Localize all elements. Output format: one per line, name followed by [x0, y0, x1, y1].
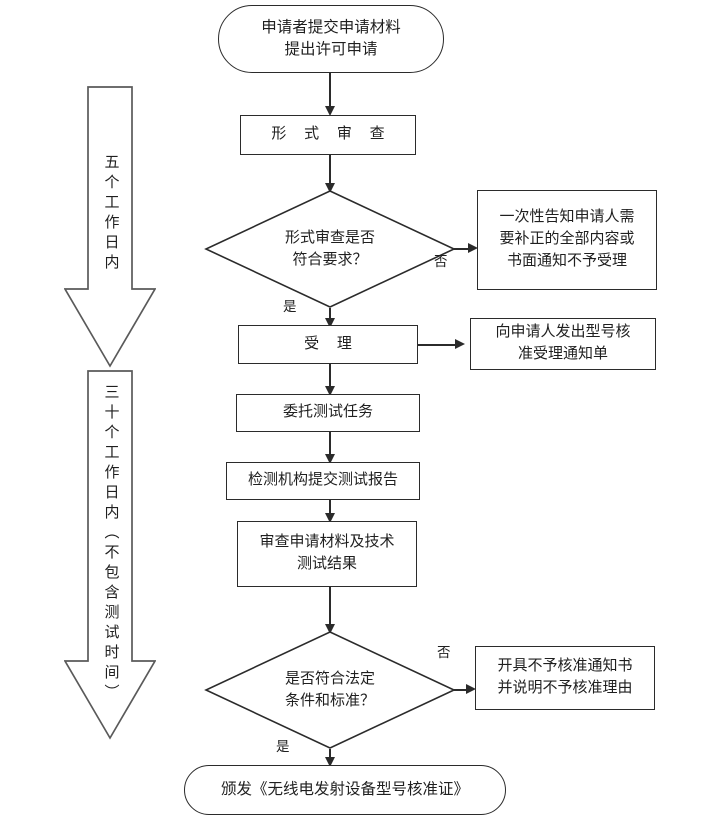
- node-start-text: 申请者提交申请材料 提出许可申请: [223, 17, 439, 62]
- arrowhead-accept-to-commission: [324, 386, 335, 396]
- node-review-materials-line1: 审查申请材料及技术: [259, 534, 395, 551]
- node-start[interactable]: 申请者提交申请材料 提出许可申请: [218, 5, 444, 73]
- arrowhead-report-to-review: [324, 513, 335, 523]
- edge-label-formal-no: 否: [434, 254, 448, 269]
- connector-formal-decision-no: [454, 248, 472, 250]
- node-commission-test-label: 委托测试任务: [282, 404, 373, 421]
- arrowhead-review-to-standard-decision: [324, 624, 335, 634]
- node-formal-review-label: 形 式 审 查: [271, 126, 392, 143]
- arrowhead-start-to-formal-review: [324, 106, 335, 116]
- connector-accept-to-commission: [329, 364, 331, 392]
- arrowhead-formal-review-to-decision: [324, 183, 335, 193]
- node-start-line1: 申请者提交申请材料: [261, 18, 401, 36]
- connector-report-to-review: [329, 500, 331, 524]
- connector-formal-review-to-decision: [329, 155, 331, 188]
- arrowhead-commission-to-report: [324, 454, 335, 464]
- connector-accept-to-notice: [418, 344, 458, 346]
- node-accept-notice-line1: 向申请人发出型号核: [495, 324, 631, 341]
- edge-label-standard-yes: 是: [276, 739, 290, 754]
- node-reject-formal-line3: 书面通知不予受理: [506, 252, 627, 269]
- node-reject-formal-text: 一次性告知申请人需 要补正的全部内容或 书面通知不予受理: [482, 207, 652, 272]
- connector-review-to-standard-decision: [329, 587, 331, 629]
- node-reject-standard-line2: 并说明不予核准理由: [497, 680, 633, 696]
- arrowhead-standard-decision-yes: [324, 757, 335, 767]
- timeline-arrow-thirty-working-days: 三十个工作日内（不包含测试时间）: [64, 370, 156, 740]
- arrowhead-formal-decision-no: [468, 242, 478, 253]
- node-review-materials-line2: 测试结果: [296, 556, 357, 572]
- node-accept-notice-text: 向申请人发出型号核 准受理通知单: [475, 322, 651, 366]
- node-test-report[interactable]: 检测机构提交测试报告: [226, 462, 420, 500]
- node-reject-formal-line1: 一次性告知申请人需: [499, 209, 635, 226]
- connector-standard-decision-no: [454, 689, 470, 691]
- node-commission-test[interactable]: 委托测试任务: [236, 394, 420, 432]
- node-test-report-label: 检测机构提交测试报告: [247, 472, 398, 489]
- edge-label-standard-no: 否: [437, 645, 451, 660]
- node-start-line2: 提出许可申请: [284, 41, 378, 58]
- node-review-materials[interactable]: 审查申请材料及技术 测试结果: [237, 521, 417, 587]
- node-decision-standard[interactable]: 是否符合法定 条件和标准？: [204, 631, 456, 749]
- node-issue-certificate[interactable]: 颁发《无线电发射设备型号核准证》: [184, 765, 506, 815]
- node-reject-standard-text: 开具不予核准通知书 并说明不予核准理由: [480, 656, 650, 700]
- connector-commission-to-report: [329, 432, 331, 460]
- arrowhead-accept-to-notice: [455, 338, 465, 349]
- timeline-arrow-five-working-days: 五个工作日内: [64, 86, 156, 368]
- node-decision-formal-review[interactable]: 形式审查是否 符合要求？: [204, 190, 456, 308]
- node-reject-formal[interactable]: 一次性告知申请人需 要补正的全部内容或 书面通知不予受理: [477, 190, 657, 290]
- connector-start-to-formal-review: [329, 73, 331, 111]
- node-accept-notice[interactable]: 向申请人发出型号核 准受理通知单: [470, 318, 656, 370]
- node-formal-review[interactable]: 形 式 审 查: [240, 115, 416, 155]
- node-accept[interactable]: 受 理: [238, 325, 418, 364]
- node-accept-notice-line2: 准受理通知单: [517, 346, 608, 362]
- node-reject-standard-line1: 开具不予核准通知书: [497, 658, 633, 675]
- node-review-materials-text: 审查申请材料及技术 测试结果: [242, 532, 412, 576]
- node-accept-label: 受 理: [304, 335, 359, 352]
- node-issue-certificate-label: 颁发《无线电发射设备型号核准证》: [220, 780, 469, 798]
- node-reject-formal-line2: 要补正的全部内容或: [499, 231, 635, 248]
- arrowhead-formal-decision-yes: [324, 318, 335, 328]
- node-reject-standard[interactable]: 开具不予核准通知书 并说明不予核准理由: [475, 646, 655, 710]
- arrowhead-standard-decision-no: [466, 683, 476, 694]
- edge-label-formal-yes: 是: [283, 299, 297, 314]
